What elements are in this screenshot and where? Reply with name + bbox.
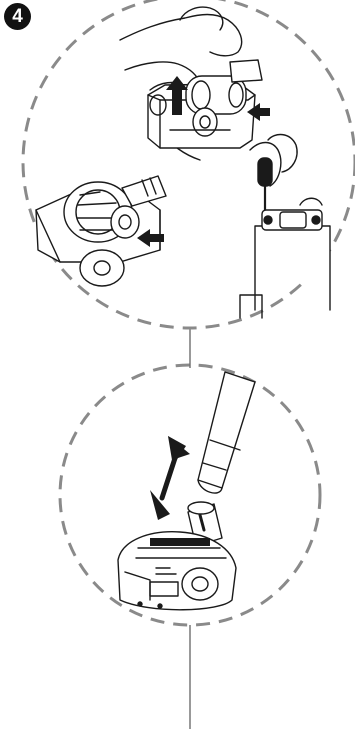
step-number: 4: [12, 6, 23, 27]
floor-nozzle: [117, 531, 237, 611]
left-arrow-icon-lower: [137, 229, 164, 247]
detail-circle-top: [21, 0, 355, 330]
wand-tube: [197, 371, 256, 494]
screwdriver-icon: [249, 133, 298, 218]
vacuum-body-right: [239, 197, 331, 319]
brush-housing-upper: [147, 59, 263, 149]
double-arrow-icon: [150, 436, 190, 520]
detail-circle-bottom: [58, 363, 322, 627]
up-arrow-icon: [166, 76, 188, 115]
brush-housing-lower: [35, 175, 167, 287]
left-arrow-icon-upper: [247, 103, 270, 121]
step-number-badge: 4: [4, 3, 31, 30]
